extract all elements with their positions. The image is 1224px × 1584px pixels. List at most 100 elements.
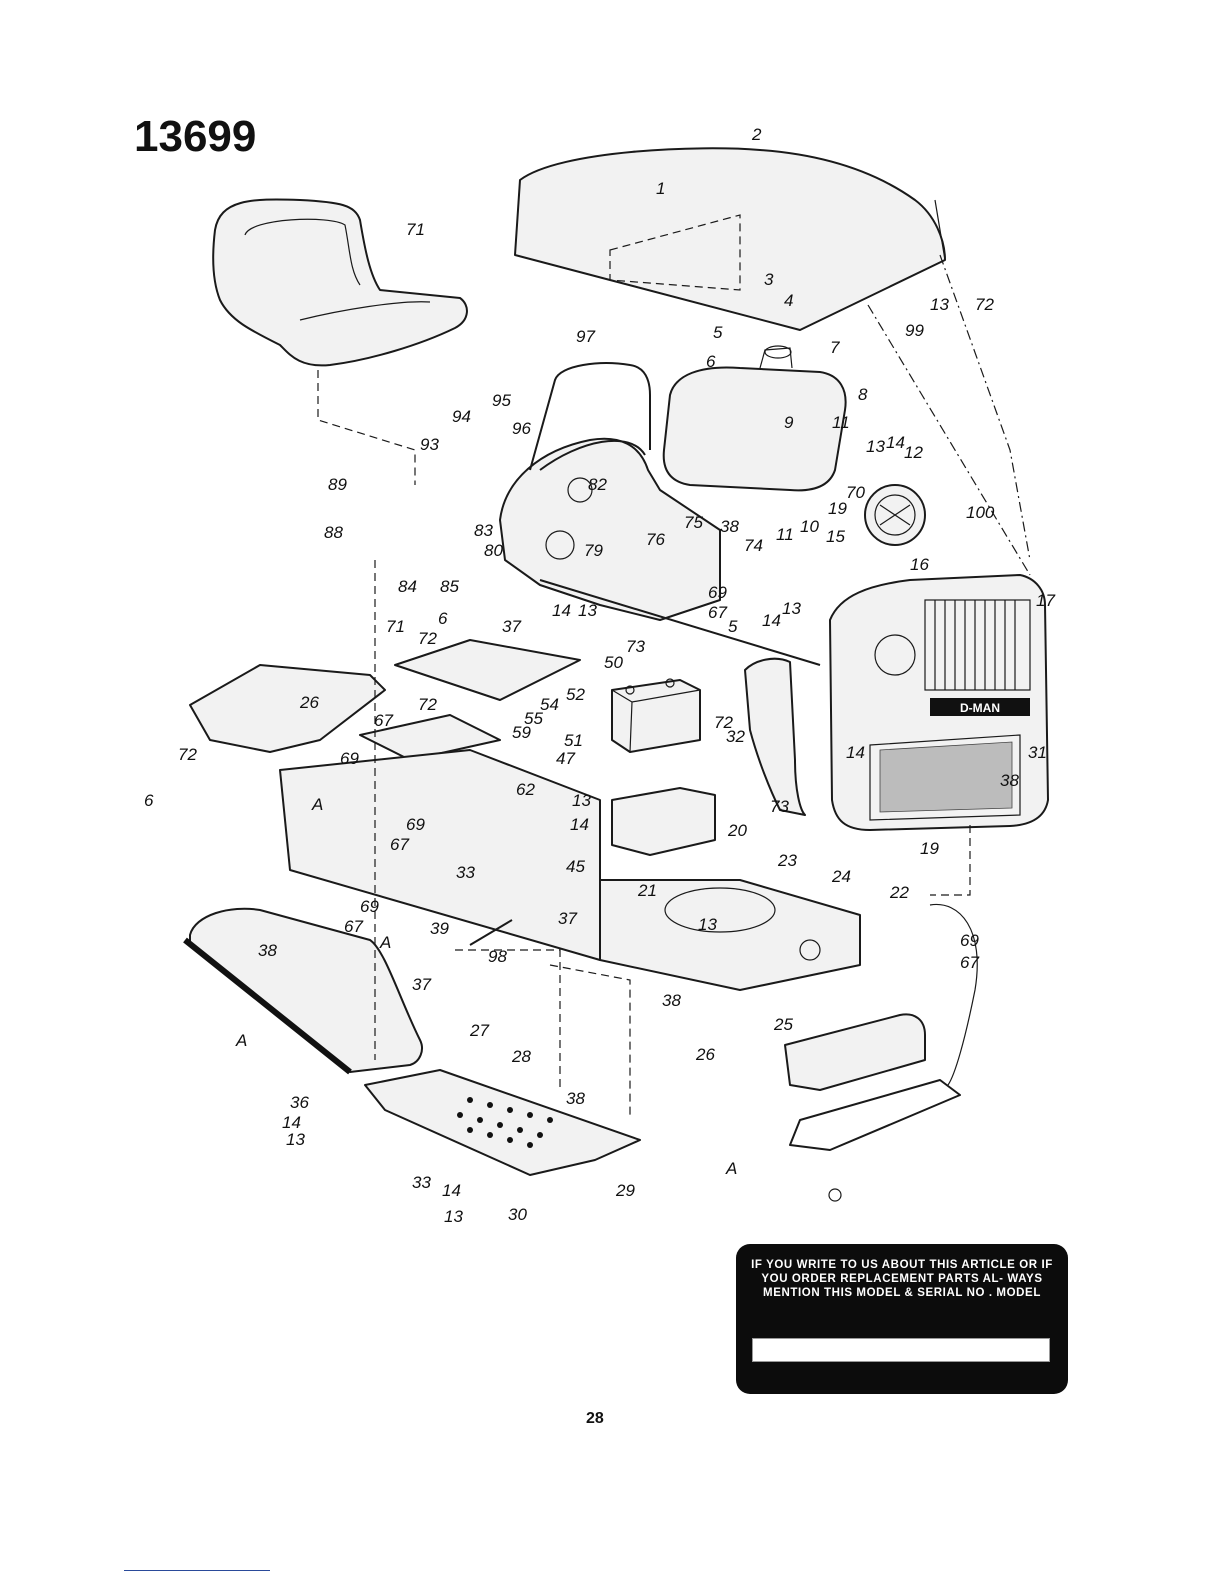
- floor-plate: [394, 639, 581, 701]
- label-5: 5: [713, 323, 723, 342]
- label-89: 98: [488, 947, 507, 966]
- label-84: 93: [420, 435, 439, 454]
- label-28: 28: [511, 1047, 531, 1066]
- label-38-grille: 38: [1000, 771, 1019, 790]
- label-21: 21: [637, 881, 657, 900]
- label-62-top: 72: [418, 629, 437, 648]
- label-75: 80: [484, 541, 503, 560]
- label-51-top: 67: [708, 603, 727, 622]
- label-7: 7: [830, 338, 840, 357]
- label-48: 55: [524, 709, 543, 728]
- label-14-mid: 14: [886, 433, 905, 452]
- leader-lines: [317, 254, 1031, 1115]
- label-18: 19: [828, 499, 847, 518]
- label-72: 75: [684, 513, 703, 532]
- label-22: 23: [777, 851, 797, 870]
- label-51-mid: 67: [374, 711, 393, 730]
- label-32: 31: [1028, 743, 1047, 762]
- label-52-mid: 69: [340, 749, 359, 768]
- label-27: 27: [469, 1021, 489, 1040]
- label-54: 70: [846, 483, 865, 502]
- label-11-top: 11: [832, 413, 850, 432]
- main-frame: [279, 749, 861, 991]
- label-55: 71: [406, 220, 425, 239]
- label-12: 12: [904, 443, 923, 462]
- label-13-tray: 13: [572, 791, 591, 810]
- label-10: 10: [800, 517, 819, 536]
- fuel-tank: [662, 345, 847, 492]
- weight-bracket: [784, 1013, 961, 1202]
- label-94: 100: [966, 503, 995, 522]
- label-70: 73: [770, 797, 789, 816]
- label-52-low: 69: [360, 897, 379, 916]
- battery: [611, 678, 701, 753]
- label-1: 1: [656, 179, 665, 198]
- label-2: 2: [751, 125, 762, 144]
- label-51-right: 67: [960, 953, 979, 972]
- label-14-grille: 14: [846, 743, 865, 762]
- label-13-low: 13: [444, 1207, 463, 1226]
- page-number: 28: [586, 1410, 604, 1427]
- label-44: 50: [604, 653, 623, 672]
- label-61: 71: [386, 617, 405, 636]
- label-14-step: 14: [282, 1113, 301, 1132]
- label-38-step: 38: [566, 1089, 585, 1108]
- label-6: 6: [706, 352, 716, 371]
- label-47: 54: [540, 695, 559, 714]
- steering-arch: [529, 362, 651, 471]
- notice-text: IF YOU WRITE TO US ABOUT THIS ARTICLE OR…: [751, 1259, 1053, 1299]
- label-46: 52: [566, 685, 585, 704]
- label-67: 73: [626, 637, 645, 656]
- label-96: A: [725, 1159, 737, 1178]
- model-field: [752, 1338, 1050, 1362]
- label-62-low: 72: [418, 695, 437, 714]
- label-3: 3: [764, 270, 774, 289]
- label-39: 39: [430, 919, 449, 938]
- plate-50: [359, 714, 501, 761]
- footer-line: [124, 1570, 270, 1571]
- panel-70: [744, 657, 806, 816]
- battery-tray: [611, 787, 716, 856]
- label-33-low: 33: [412, 1173, 431, 1192]
- label-80: 84: [398, 577, 417, 596]
- label-14-tray: 14: [570, 815, 589, 834]
- label-14-low: 14: [442, 1181, 461, 1200]
- label-59: 72: [178, 745, 197, 764]
- label-36: 36: [290, 1093, 309, 1112]
- label-87: 96: [512, 419, 531, 438]
- label-37: 37: [412, 975, 431, 994]
- label-19: 19: [920, 839, 939, 858]
- label-79: 83: [474, 521, 493, 540]
- label-82: 88: [324, 523, 343, 542]
- label-30: 30: [508, 1205, 527, 1224]
- label-23: 22: [889, 883, 909, 902]
- notice-box: IF YOU WRITE TO US ABOUT THIS ARTICLE OR…: [736, 1244, 1068, 1394]
- label-29: 29: [615, 1181, 635, 1200]
- label-13-top: 13: [930, 295, 949, 314]
- seat-pan: [189, 664, 386, 753]
- label-69-low: 72: [714, 713, 733, 732]
- label-52-right: 69: [960, 931, 979, 950]
- label-33-top: 33: [456, 863, 475, 882]
- label-13-frame: 13: [698, 915, 717, 934]
- label-74: 79: [584, 541, 603, 560]
- seat: [212, 198, 468, 367]
- label-13-step: 13: [286, 1130, 305, 1149]
- label-45: 51: [564, 731, 583, 750]
- label-4: 4: [784, 291, 793, 310]
- label-51-low: 67: [344, 917, 363, 936]
- label-40-low: 37: [558, 909, 577, 928]
- label-93: 99: [905, 321, 924, 340]
- label-31: 32: [726, 727, 745, 746]
- label-20: 20: [727, 821, 747, 840]
- grille-badge: D-MAN: [960, 701, 1000, 715]
- label-6-plate: 6: [438, 609, 448, 628]
- label-13-right: 13: [782, 599, 801, 618]
- label-8: 8: [858, 385, 868, 404]
- label-13-mid: 13: [866, 437, 885, 456]
- label-26-low: 26: [695, 1045, 715, 1064]
- label-52-top: 69: [708, 583, 727, 602]
- label-41: 45: [566, 857, 585, 876]
- label-40-top: 37: [502, 617, 521, 636]
